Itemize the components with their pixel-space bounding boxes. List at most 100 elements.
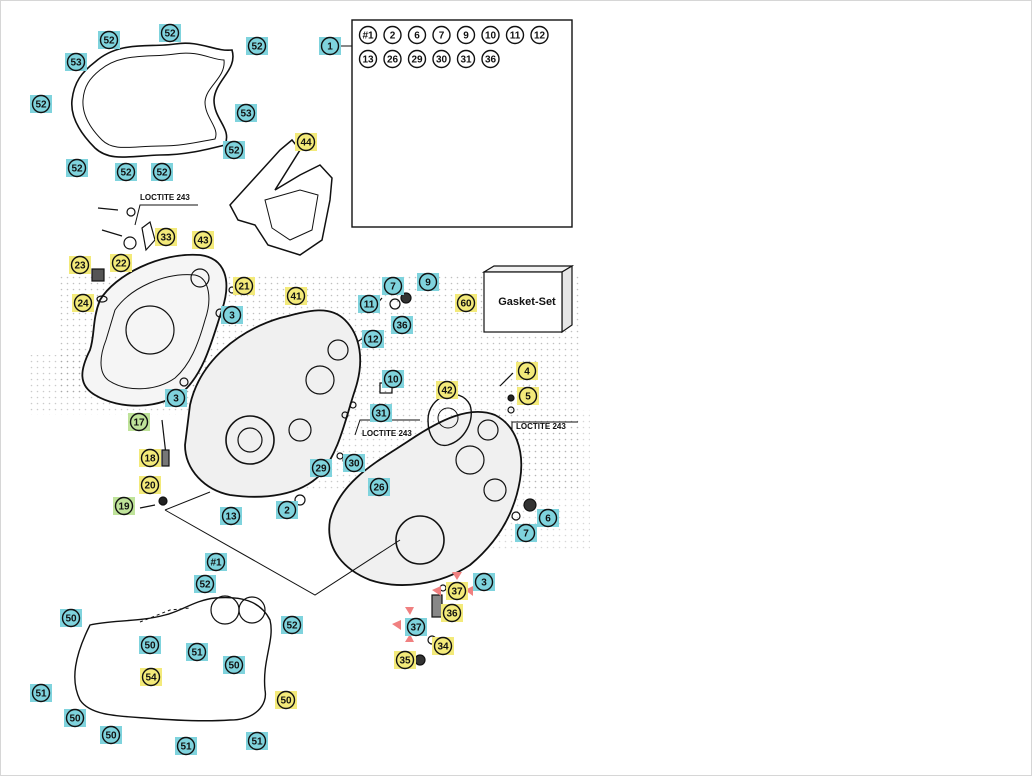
callout-c1-highlight [319, 37, 341, 55]
callout-c52d-ring [31, 94, 51, 114]
callout-c52c-highlight [246, 37, 268, 55]
callout-c10-ring [383, 369, 403, 389]
callout-c22-highlight [110, 254, 132, 272]
crankcase-right [328, 410, 523, 586]
callout-c37b: 37 [405, 617, 427, 637]
callout-c60-text: 60 [460, 299, 472, 310]
callout-c50c-highlight [223, 656, 245, 674]
callout-c51b: 51 [30, 683, 52, 703]
callout-c50e-ring [65, 708, 85, 728]
callout-c11-text: 11 [364, 300, 375, 311]
callout-c44: 44 [295, 132, 317, 152]
callout-c43-text: 43 [197, 236, 209, 247]
callout-c50b-ring [140, 635, 160, 655]
callout-c31: 31 [370, 403, 392, 423]
callout-c50f-highlight [100, 726, 122, 744]
ref-row2-label-2: 29 [411, 55, 423, 66]
callout-c19-highlight [113, 497, 135, 515]
callout-c50d-highlight [275, 691, 297, 709]
callout-c51a-ring [187, 642, 207, 662]
callout-c52b: 52 [159, 23, 181, 43]
callout-c24-text: 24 [77, 299, 89, 310]
loctite-note-2: LOCTITE 243 [362, 429, 412, 438]
callout-c36b-highlight [441, 604, 463, 622]
callout-c1: 1 [319, 36, 341, 56]
callout-c9: 9 [417, 272, 439, 292]
gasket-set-box [481, 264, 575, 334]
callout-c4: 4 [516, 361, 538, 381]
callout-c7b-highlight [515, 524, 537, 542]
callout-c52a-ring [99, 30, 119, 50]
ref-row2-ring-3 [432, 49, 451, 69]
callout-c41-highlight [285, 287, 307, 305]
callout-c42-ring [437, 380, 457, 400]
callout-c34-ring [433, 636, 453, 656]
callout-c50f-ring [101, 725, 121, 745]
callout-c34-highlight [432, 637, 454, 655]
callout-c26-ring [369, 477, 389, 497]
callout-c51c-ring [176, 736, 196, 756]
callout-c52c: 52 [246, 36, 268, 56]
callout-c17-ring [129, 412, 149, 432]
callout-c21-ring [234, 276, 254, 296]
callout-c18-text: 18 [144, 454, 156, 465]
callout-c44-ring [296, 132, 316, 152]
callout-c36b: 36 [441, 603, 463, 623]
callout-c52a-highlight [98, 31, 120, 49]
callout-c50f-text: 50 [105, 731, 117, 742]
callout-c51b-ring [31, 683, 51, 703]
callout-c20: 20 [139, 475, 161, 495]
callout-c44-highlight [295, 133, 317, 151]
callout-c50b: 50 [139, 635, 161, 655]
callout-c52a-text: 52 [103, 36, 115, 47]
callout-c11-ring [359, 294, 379, 314]
callout-c52d: 52 [30, 94, 52, 114]
callout-c51a-text: 51 [191, 648, 203, 659]
callout-c34: 34 [432, 636, 454, 656]
callout-c7a-text: 7 [390, 282, 396, 293]
callout-c52j-ring [282, 615, 302, 635]
callout-c52e-highlight [66, 159, 88, 177]
callout-c5-text: 5 [525, 392, 531, 403]
ref-row2-ring-4 [456, 49, 476, 69]
callout-c34-text: 34 [437, 642, 449, 653]
ref-row2-label-0: 13 [362, 55, 374, 66]
callout-c13-ring [221, 506, 241, 526]
callout-c52c-ring [247, 36, 267, 56]
callout-c24-highlight [72, 294, 94, 312]
callout-c4-ring [517, 361, 537, 381]
callout-c52g-highlight [151, 163, 173, 181]
ref-row2-ring-2 [407, 49, 427, 69]
callout-c53a-ring [66, 52, 86, 72]
callout-c35-highlight [394, 651, 416, 669]
callout-c22: 22 [110, 253, 132, 273]
callout-c50a-text: 50 [65, 614, 77, 625]
callout-c37a: 37 [446, 581, 468, 601]
callout-c24: 24 [72, 293, 94, 313]
callout-c43-highlight [192, 231, 214, 249]
callout-c50b-text: 50 [144, 641, 156, 652]
callout-c52a: 52 [98, 30, 120, 50]
callout-c26-text: 26 [373, 483, 385, 494]
callout-c3b-text: 3 [173, 394, 179, 405]
callout-c18-ring [140, 448, 160, 468]
clutch-cover [81, 253, 228, 407]
callout-c3c: 3 [473, 572, 495, 592]
ref-row1-ring-2 [407, 25, 427, 45]
callout-c1b: #1 [205, 552, 227, 572]
callout-c7a-ring [383, 276, 403, 296]
ref-row2-label-1: 26 [387, 55, 399, 66]
callout-c2-highlight [276, 501, 298, 519]
crankcase-gasket [74, 596, 272, 722]
callout-c23-highlight [69, 256, 91, 274]
callout-c7a-highlight [382, 277, 404, 295]
callout-c7a: 7 [382, 276, 404, 296]
callout-c29-highlight [310, 459, 332, 477]
callout-c41-ring [286, 286, 306, 306]
ref-row1-ring-1 [383, 25, 402, 45]
callout-c42: 42 [436, 380, 458, 400]
callout-c10-text: 10 [387, 375, 399, 386]
callout-c36a: 36 [391, 315, 413, 335]
callout-c53b-highlight [235, 104, 257, 122]
